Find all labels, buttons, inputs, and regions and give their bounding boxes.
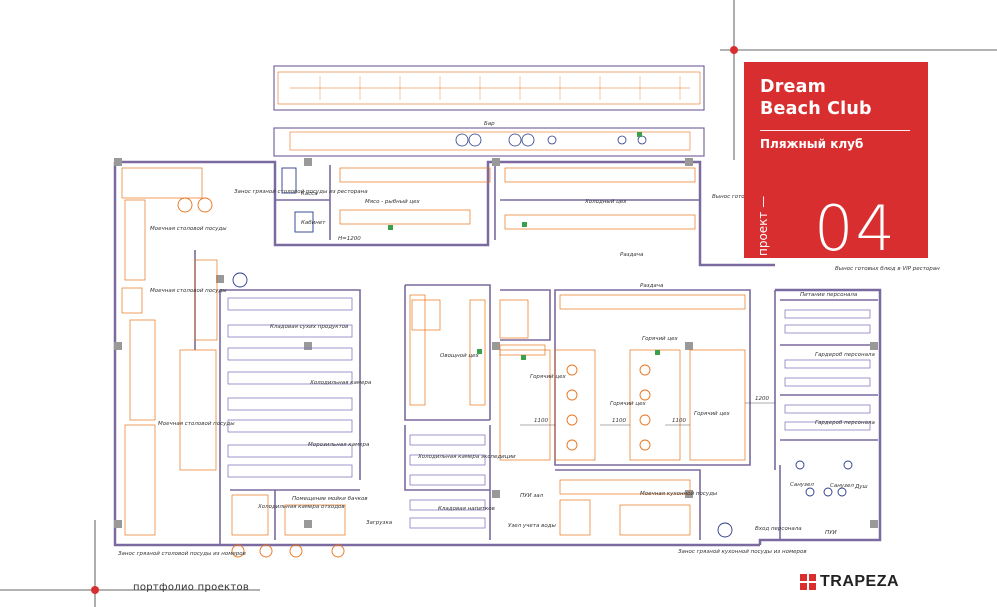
label-staff-change1: Гардероб персонала	[815, 352, 875, 358]
label-veg-shop: Овощной цех	[440, 353, 480, 359]
fixtures	[232, 167, 853, 538]
label-out-ready: Вынос готовых блюд	[712, 194, 773, 200]
label-kitchen-wash: Моечная кухонной посуды	[640, 491, 718, 497]
label-cold-chamber1: Холодильная камера	[309, 380, 372, 386]
label-waste: Холодильная камера отходов	[257, 504, 345, 510]
label-in-dirty-kitchen: Занос грязной кухонной посуды из номеров	[678, 549, 807, 555]
crosshair-dot-bottom	[91, 586, 99, 594]
label-pui2: ПУИ	[825, 530, 837, 536]
label-water-meter: Узел учета воды	[508, 523, 557, 529]
label-staff-change2: Гардероб персонала	[815, 420, 875, 426]
label-cold-chamber2: Морозильная камера	[308, 442, 370, 448]
project-vertical-label: проект —	[756, 195, 770, 256]
project-title-line1: Dream	[760, 77, 827, 97]
label-dim2: 1100	[612, 418, 626, 424]
outer-walls	[113, 160, 882, 547]
round-units	[177, 197, 651, 558]
storage-shelves	[227, 297, 871, 529]
label-cash: Касса	[301, 191, 318, 197]
green-markers	[388, 132, 660, 360]
label-shower: Душ	[854, 484, 868, 490]
label-meat-fish: Мясо - рыбный цех	[365, 199, 421, 205]
project-title-line2: Beach Club	[760, 99, 872, 119]
label-bar: Бар	[484, 121, 495, 127]
label-pui-main: ПУИ зал	[520, 493, 544, 499]
brand-name: TRAPEZA	[820, 573, 900, 590]
label-hot-shop-c: Горячий цех	[694, 411, 731, 417]
label-serving2: Раздача	[640, 283, 664, 289]
bar-counter: Бар	[273, 121, 705, 157]
label-dim4: 1200	[755, 396, 769, 402]
label-staff-entry: Вход персонала	[755, 526, 802, 532]
label-toilet1: Санузел	[790, 482, 814, 488]
card-divider	[760, 130, 910, 131]
room-labels: Касса Кабинет Мясо - рыбный цех Холодный…	[118, 189, 940, 557]
label-drinks: Кладовая напитков	[438, 506, 495, 512]
label-cabinet: Кабинет	[301, 220, 326, 226]
label-staff-meal: Питание персонала	[800, 292, 858, 298]
kitchen-equipment	[121, 167, 746, 536]
project-card: Dream Beach Club Пляжный клуб проект — 0…	[744, 62, 928, 265]
label-can-wash: Помещение мойки бачков	[292, 496, 368, 502]
label-cold-shop: Холодный цех	[584, 199, 627, 205]
label-hot-shop-a: Горячий цех	[530, 374, 567, 380]
label-hot-shop: Горячий цех	[642, 336, 679, 342]
label-in-dirty-top: Занос грязной столовой посуды из рестора…	[234, 189, 368, 195]
logo-grid-icon	[800, 574, 816, 590]
label-dim1: 1100	[534, 418, 548, 424]
label-expedition: Холодильная камера экспедиции	[417, 454, 516, 460]
label-dry-store: Кладовая сухих продуктов	[270, 324, 348, 330]
label-serving: Раздача	[620, 252, 644, 258]
bar-strip	[273, 65, 705, 111]
label-dim3: 1100	[672, 418, 686, 424]
label-hot-shop-b: Горячий цех	[610, 401, 647, 407]
label-dish-wash1: Моечная столовой посуды	[150, 226, 227, 232]
label-in-dirty-bottom: Занос грязной столовой посуды из номеров	[118, 551, 246, 557]
label-toilet2: Санузел	[830, 483, 854, 489]
project-number: 04	[814, 192, 897, 265]
crosshair-dot-top	[730, 46, 738, 54]
label-dish-wash3: Моечная столовой посуды	[158, 421, 235, 427]
project-subtitle: Пляжный клуб	[760, 137, 864, 151]
brand-logo[interactable]: TRAPEZA	[800, 573, 899, 591]
label-dish-wash2: Моечная столовой посуды	[150, 288, 227, 294]
dimension-lines	[520, 402, 775, 426]
footer-portfolio: портфолио проектов	[133, 582, 250, 593]
label-dim5: H=1200	[338, 236, 361, 242]
label-out-vip: Вынос готовых блюд в VIP ресторан	[835, 266, 940, 272]
label-loading: Загрузка	[366, 520, 393, 526]
project-title: Dream Beach Club	[760, 76, 925, 120]
